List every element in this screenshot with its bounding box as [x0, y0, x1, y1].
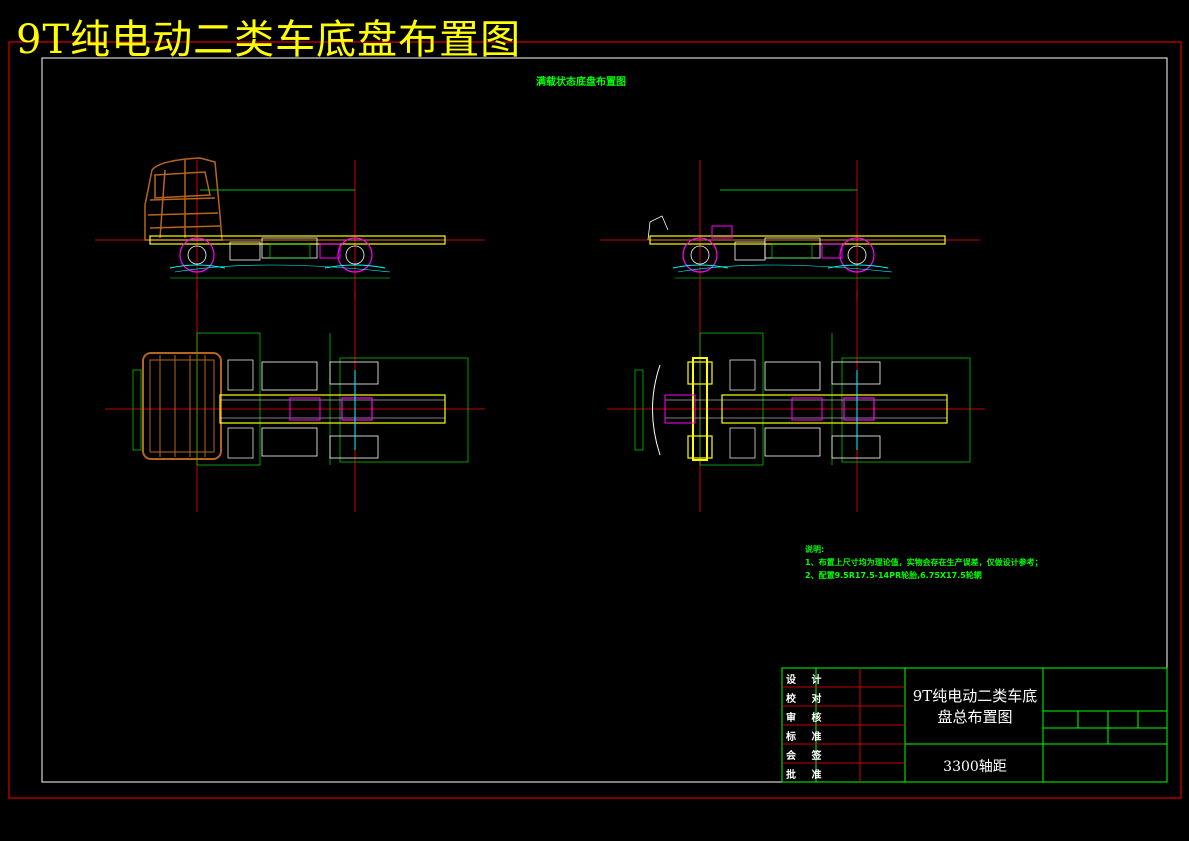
outer-border: [8, 41, 1182, 799]
side-view-chassis: [600, 160, 980, 300]
drawing-subtitle: 满载状态底盘布置图: [536, 77, 626, 88]
tb-label-approve: 批 准: [786, 770, 828, 781]
notes-line-1: 1、布置上尺寸均为理论值，实物会存在生产误差，仅做设计参考；: [805, 558, 1043, 567]
tb-label-design: 设 计: [786, 675, 828, 686]
title-block: [781, 667, 1168, 783]
notes-line-2: 2、配置9.5R17.5-14PR轮胎,6.75X17.5轮辋: [805, 571, 982, 580]
top-view-with-cab: [105, 290, 485, 512]
tb-label-review: 审 核: [786, 713, 828, 724]
side-view-with-cab: [95, 157, 485, 300]
cab-outline: [144, 157, 223, 241]
tb-drawing-name: 9T纯电动二类车底 盘总布置图: [905, 686, 1045, 728]
inner-frame: [41, 57, 1168, 783]
tb-label-standard: 标 准: [786, 732, 828, 743]
notes-heading: 说明:: [805, 545, 825, 554]
tb-drawing-name-line-1: 9T纯电动二类车底: [912, 687, 1038, 705]
drawing-title: 9T纯电动二类车底盘布置图: [16, 17, 522, 63]
tb-wheelbase: 3300轴距: [943, 759, 1007, 775]
tb-label-countersign: 会 签: [786, 751, 828, 762]
notes-block: 说明: 1、布置上尺寸均为理论值，实物会存在生产误差，仅做设计参考； 2、配置9…: [805, 543, 1043, 582]
tb-drawing-name-line-2: 盘总布置图: [937, 708, 1013, 726]
tb-label-check: 校 对: [786, 694, 828, 705]
top-view-chassis: [607, 290, 985, 512]
